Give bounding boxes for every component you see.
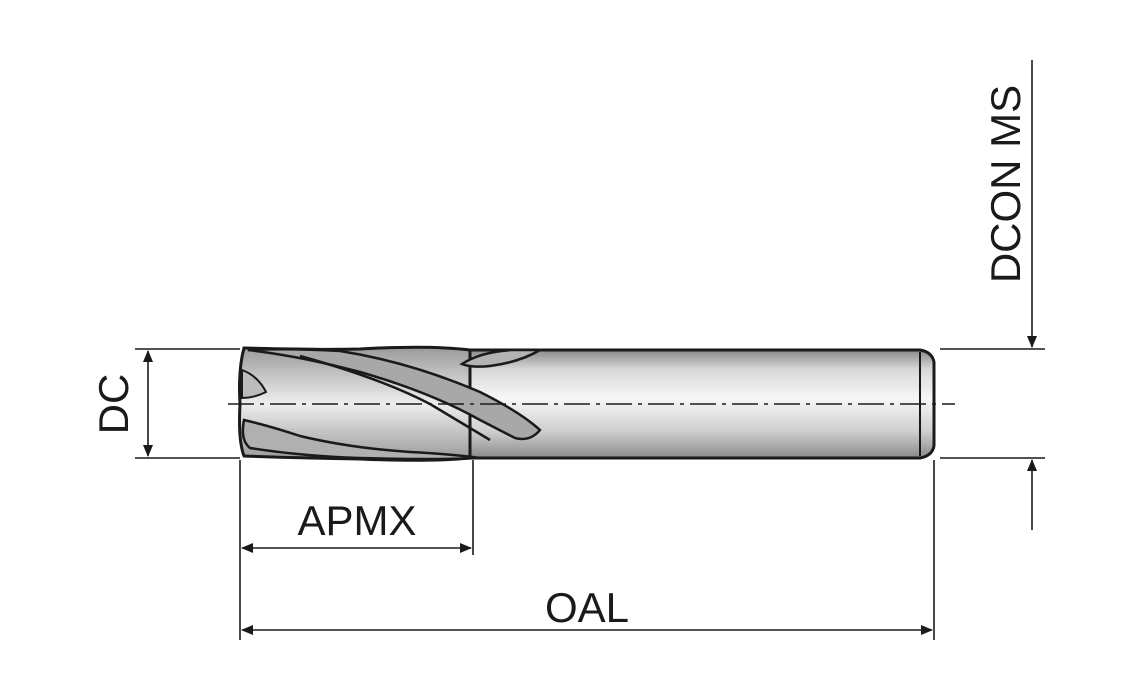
flute-lower bbox=[241, 418, 481, 461]
flute-shank-transition bbox=[459, 348, 545, 368]
oal-dimension: OAL bbox=[241, 584, 933, 635]
extension-lines bbox=[135, 348, 1045, 640]
end-mill-tool bbox=[228, 345, 955, 462]
helix-edge bbox=[299, 354, 491, 442]
tip-notch bbox=[241, 368, 268, 400]
dc-dimension: DC bbox=[90, 350, 153, 457]
dc-label: DC bbox=[90, 374, 137, 435]
oal-label: OAL bbox=[545, 584, 629, 631]
dcon-ms-label: DCON MS bbox=[982, 85, 1029, 283]
dcon-ms-dimension: DCON MS bbox=[982, 60, 1037, 530]
flute-upper bbox=[247, 347, 542, 441]
apmx-dimension: APMX bbox=[241, 497, 472, 553]
apmx-label: APMX bbox=[297, 497, 416, 544]
